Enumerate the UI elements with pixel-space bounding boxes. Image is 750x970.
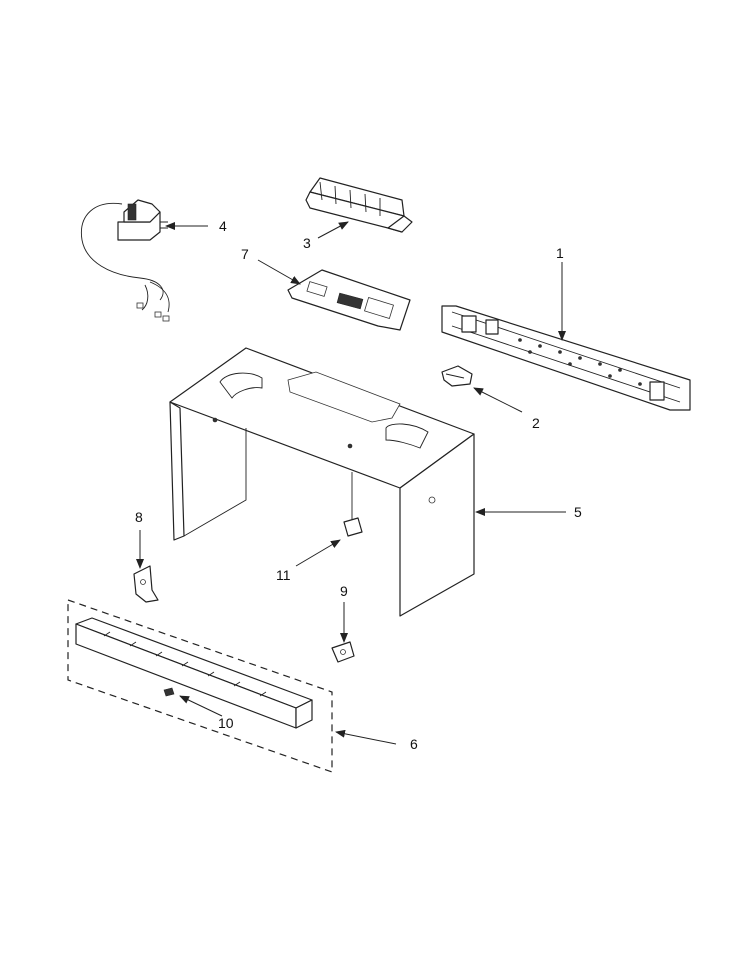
callout-10: 10 [218,715,234,731]
connector-part [343,472,363,537]
right-bracket-part [331,641,355,663]
callout-3: 3 [303,235,311,251]
clip-part [441,365,473,387]
control-bracket-part [287,269,411,331]
callout-2: 2 [532,415,540,431]
filler-strip-part [67,599,333,773]
callout-6: 6 [410,736,418,752]
callout-5: 5 [574,504,582,520]
callout-4: 4 [219,218,227,234]
callout-8: 8 [135,509,143,525]
callout-11: 11 [276,567,291,583]
cabinet-wrapper-part [169,347,475,617]
vent-grille-part [305,177,413,233]
left-bracket-part [133,565,159,603]
power-cord-part [80,199,170,322]
callout-9: 9 [340,583,348,599]
leader-lines [136,221,566,745]
mounting-plate-part [441,305,691,411]
callout-7: 7 [241,246,249,262]
callout-1: 1 [556,245,564,261]
